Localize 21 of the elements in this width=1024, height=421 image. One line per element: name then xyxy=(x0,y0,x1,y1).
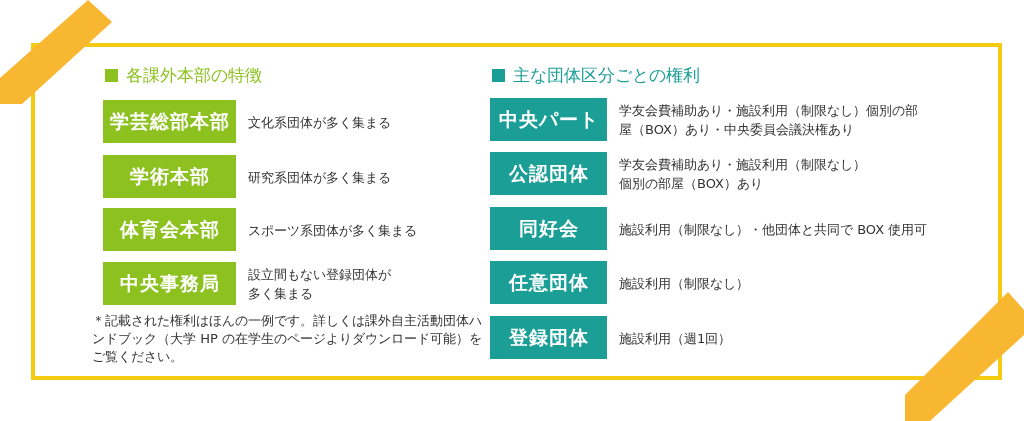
section-heading: 各課外本部の特徴 xyxy=(126,64,262,87)
description-text: 設立間もない登録団体が多く集まる xyxy=(248,265,392,303)
category-tag: 中央事務局 xyxy=(103,262,236,305)
category-tag: 学術本部 xyxy=(103,155,236,198)
description-text: 研究系団体が多く集まる xyxy=(248,168,392,186)
footnote: ＊記載された権利はほんの一例です。詳しくは課外自主活動団体ハンドブック（大学 HP の在学生のページよりダウンロード可能）をご覧ください。 xyxy=(92,312,482,366)
description-text: 文化系団体が多く集まる xyxy=(248,113,392,131)
description-text: 施設利用（週1回） xyxy=(619,329,733,347)
category-tag: 公認団体 xyxy=(490,152,607,195)
category-tag: 任意団体 xyxy=(490,261,607,304)
description-text: スポーツ系団体が多く集まる xyxy=(248,221,418,239)
description-text: 学友会費補助あり・施設利用（制限なし）個別の部屋（BOX）あり xyxy=(619,155,867,193)
description-text: 学友会費補助あり・施設利用（制限なし）個別の部屋（BOX）あり・中央委員会議決権あり xyxy=(619,101,919,139)
description-text: 施設利用（制限なし） xyxy=(619,274,750,292)
category-tag: 学芸総部本部 xyxy=(103,100,236,143)
category-tag: 体育会本部 xyxy=(103,208,236,251)
category-tag: 登録団体 xyxy=(490,316,607,359)
category-tag: 中央パート xyxy=(490,98,607,141)
category-tag: 同好会 xyxy=(490,207,607,250)
description-text: 施設利用（制限なし）・他団体と共同で BOX 使用可 xyxy=(619,220,929,238)
section-heading: 主な団体区分ごとの権利 xyxy=(513,64,700,87)
